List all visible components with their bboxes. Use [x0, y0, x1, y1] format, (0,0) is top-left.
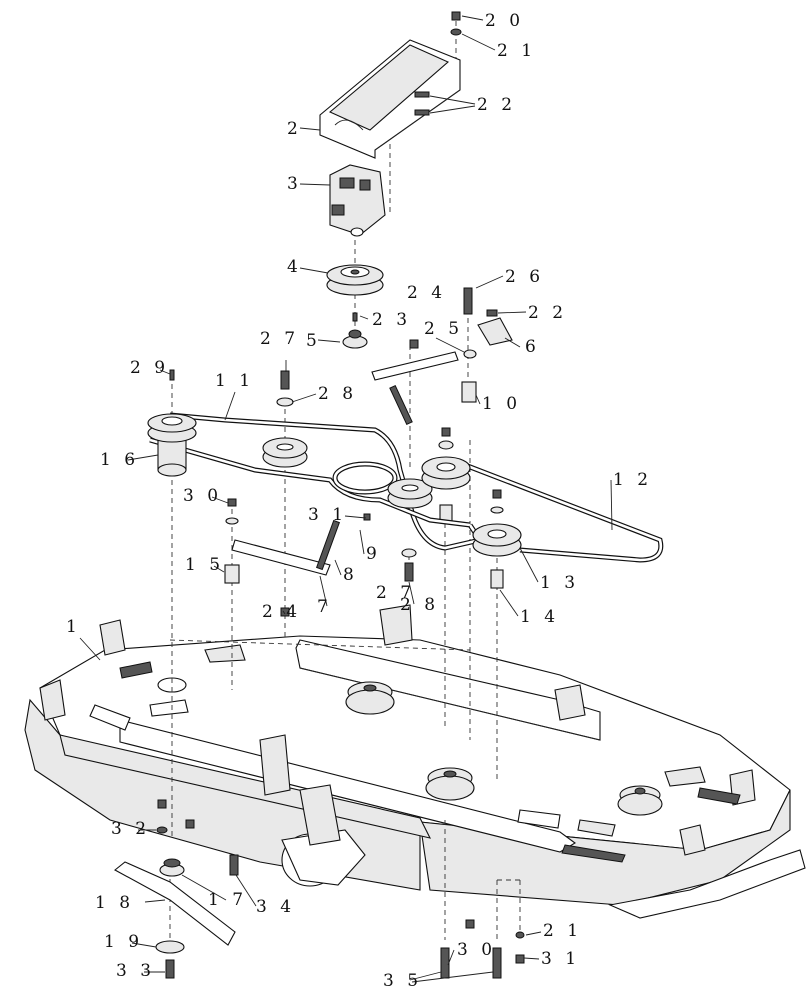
callout-c10: 1 0 [482, 394, 521, 414]
leader-line [79, 637, 101, 661]
mower-deck [24, 604, 806, 919]
callout-c25: 2 5 [424, 319, 463, 339]
fasteners [155, 11, 525, 979]
callout-c20: 2 0 [485, 11, 524, 31]
leader-line [475, 275, 504, 289]
callout-c16: 1 6 [100, 450, 139, 470]
leader-line [131, 942, 157, 948]
leader-line [525, 931, 542, 936]
leader-line [181, 874, 227, 901]
leader-line [299, 183, 331, 186]
gearbox [329, 164, 386, 237]
leader-line [519, 547, 539, 583]
leader-line [408, 581, 415, 605]
leader-line [159, 369, 171, 375]
callout-c30b: 3 0 [457, 940, 496, 960]
leader-line [461, 15, 484, 21]
callout-c11: 1 1 [215, 371, 254, 391]
leader-line [299, 127, 321, 131]
gearbox-pulley [326, 264, 384, 296]
leader-line [504, 337, 521, 348]
leader-line [317, 339, 341, 343]
leader-line [359, 315, 369, 320]
blade-assembly [114, 858, 236, 946]
leader-line [475, 394, 481, 405]
leader-line [213, 565, 225, 573]
leader-line [127, 454, 159, 461]
callout-c1: 1 [66, 617, 81, 637]
callout-c33: 3 3 [116, 961, 155, 981]
callout-c27a: 2 7 [260, 329, 299, 349]
callout-c31b: 3 1 [541, 949, 580, 969]
leader-line [282, 610, 286, 615]
callout-c5: 5 [306, 331, 321, 351]
callout-c4: 4 [287, 257, 302, 277]
callout-c2: 2 [287, 119, 302, 139]
callout-c18: 1 8 [95, 893, 134, 913]
callout-c6: 6 [525, 337, 540, 357]
leader-line [461, 33, 496, 51]
leader-line [447, 949, 455, 966]
callout-c30a: 3 0 [183, 486, 222, 506]
leader-line [344, 515, 367, 519]
leader-line [211, 496, 229, 504]
leader-line [144, 899, 166, 903]
callout-c8: 8 [343, 565, 358, 585]
leader-line [499, 589, 519, 617]
callout-c19: 1 9 [104, 932, 143, 952]
callout-c26: 2 6 [505, 267, 544, 287]
idler-arms [231, 351, 459, 576]
leader-line [497, 311, 527, 314]
leader-line [610, 479, 613, 531]
mount-bracket [319, 39, 461, 159]
callout-labels: 2 0 2 1 2 2 2 3 4 2 6 2 4 2 2 2 3 2 5 5 2 7 6 2 9 1 1 2 … [66, 11, 652, 991]
leader-line [411, 971, 494, 983]
callout-c17: 1 7 [208, 890, 247, 910]
callout-c15: 1 5 [185, 555, 224, 575]
leader-line [291, 393, 317, 403]
leader-line [359, 529, 365, 555]
callout-c9: 9 [366, 544, 381, 564]
callout-c12: 1 2 [613, 470, 652, 490]
leader-line [334, 559, 342, 576]
hub [342, 312, 368, 349]
callout-c32: 3 2 [111, 819, 150, 839]
callout-c28a: 2 8 [318, 384, 357, 404]
leader-line [319, 575, 328, 607]
leader-lines [79, 15, 613, 983]
callout-c14: 1 4 [520, 607, 559, 627]
leader-line [435, 337, 465, 353]
callout-c13: 1 3 [540, 573, 579, 593]
leader-line [523, 957, 540, 960]
callout-c34: 3 4 [256, 897, 295, 917]
leader-line [224, 391, 236, 421]
callout-c29: 2 9 [130, 358, 169, 378]
callout-c24b: 2 4 [262, 602, 301, 622]
callout-c21b: 2 1 [543, 921, 582, 941]
leader-line [429, 95, 476, 105]
callout-c31a: 3 1 [308, 505, 347, 525]
callout-c24a: 2 4 [407, 283, 446, 303]
callout-c3: 3 [287, 174, 302, 194]
callout-c35: 3 5 [383, 971, 422, 991]
callout-c22b: 2 2 [528, 303, 567, 323]
leader-line [409, 971, 442, 981]
leader-line [429, 105, 476, 114]
leader-line [299, 267, 329, 274]
callout-c28b: 2 8 [400, 595, 439, 615]
callout-c27b: 2 7 [376, 583, 415, 603]
callout-c23: 2 3 [372, 310, 411, 330]
leader-line [235, 874, 257, 907]
callout-c21a: 2 1 [497, 41, 536, 61]
callout-c22a: 2 2 [477, 95, 516, 115]
callout-c7: 7 [317, 597, 332, 617]
